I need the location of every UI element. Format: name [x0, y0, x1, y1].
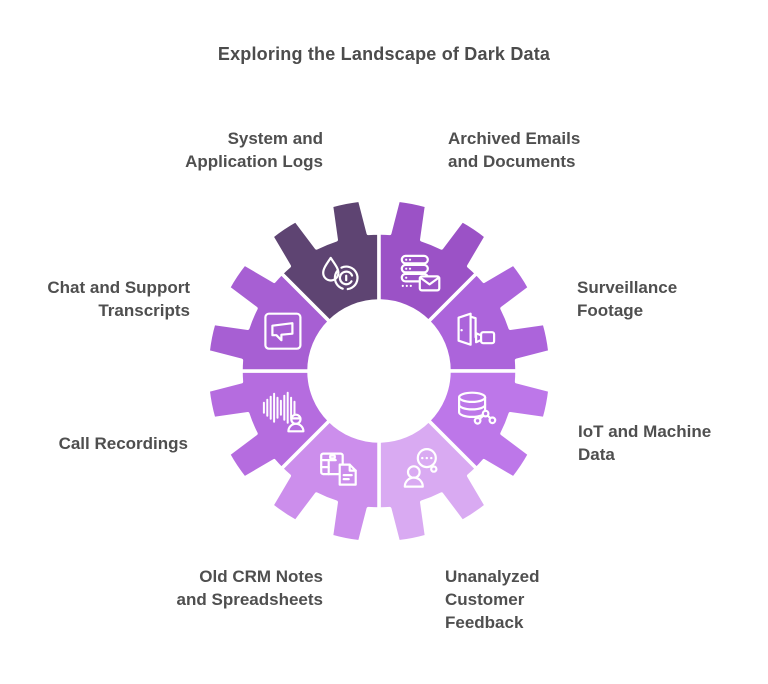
- segment-label-archived-emails-and-documents: Archived Emails and Documents: [448, 129, 581, 171]
- gear-segment-unanalyzed-customer-feedback: [377, 418, 488, 544]
- segment-label-system-and-application-logs: System and Application Logs: [185, 129, 323, 171]
- door-camera-icon: [457, 312, 496, 346]
- segment-label-unanalyzed-customer-feedback: Unanalyzed Customer Feedback: [445, 567, 540, 632]
- chat-bubble-icon: [264, 312, 302, 350]
- segment-label-chat-and-support-transcripts: Chat and Support Transcripts: [47, 278, 190, 320]
- gear-segment-call-recordings: [206, 369, 332, 480]
- segment-label-iot-and-machine-data: IoT and Machine Data: [578, 422, 712, 464]
- segment-label-call-recordings: Call Recordings: [58, 434, 188, 453]
- gear-segment-chat-and-support-transcripts: [206, 262, 332, 373]
- segment-label-old-crm-notes-and-spreadsheets: Old CRM Notes and Spreadsheets: [176, 567, 323, 609]
- database-network-icon: [458, 391, 497, 425]
- gear-segment-surveillance-footage: [426, 262, 552, 373]
- diagram-title: Exploring the Landscape of Dark Data: [217, 44, 551, 64]
- table-document-icon: [320, 452, 357, 486]
- waveform-person-icon: [262, 391, 305, 433]
- droplet-fingerprint-icon: [322, 256, 359, 291]
- segment-label-surveillance-footage: Surveillance Footage: [577, 278, 678, 320]
- gear-segment-archived-emails-and-documents: [377, 198, 488, 324]
- gear-segment-system-and-application-logs: [270, 198, 381, 324]
- person-thought-icon: [403, 448, 438, 488]
- gear-segment-old-crm-notes-and-spreadsheets: [270, 418, 381, 544]
- server-mail-icon: [400, 254, 441, 292]
